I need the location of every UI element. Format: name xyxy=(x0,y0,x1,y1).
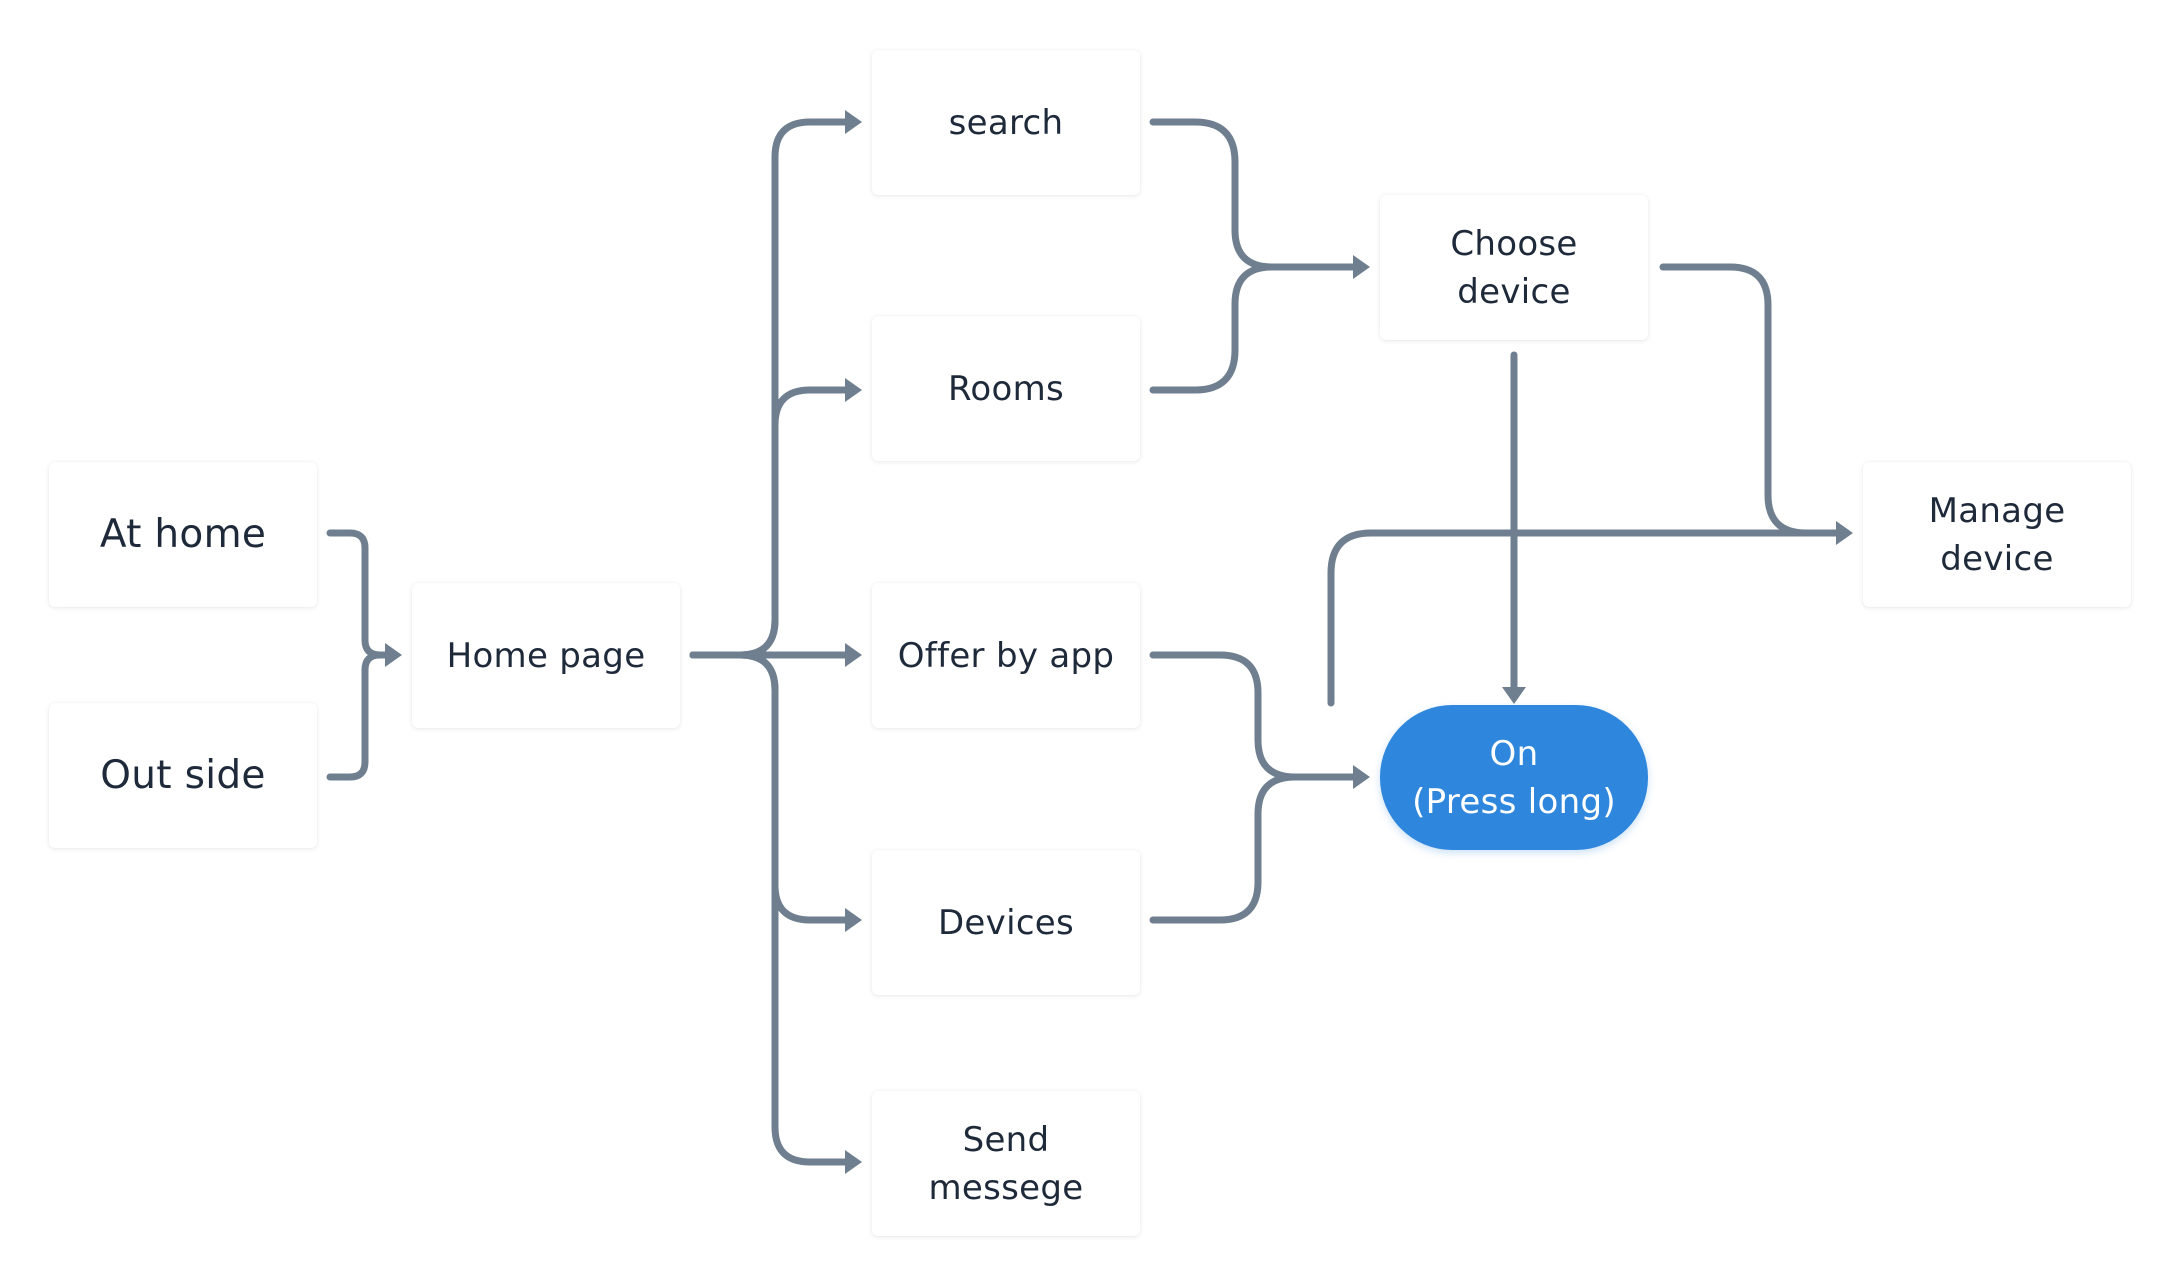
node-rooms-line-1: Rooms xyxy=(947,368,1065,409)
node-choose-device: Choose device xyxy=(1380,195,1648,340)
node-choose-device-line-2: device xyxy=(1457,271,1571,312)
arrowhead-choose-device-to-manage-device xyxy=(1836,521,1853,545)
arrowhead-home-page-to-offer-by-app xyxy=(845,643,862,667)
node-on-press-long-line-2: (Press long) xyxy=(1412,781,1616,822)
arrowhead-search-to-choose-device xyxy=(1353,255,1370,279)
node-search-line-1: search xyxy=(948,102,1064,143)
node-manage-device: Manage device xyxy=(1863,462,2131,607)
node-out-side: Out side xyxy=(49,703,317,848)
node-search: search xyxy=(872,50,1140,195)
connector-offer-by-app-to-on-press-long xyxy=(1149,651,1364,781)
arrowhead-choose-device-to-on-press-long xyxy=(1502,687,1526,704)
connector-devices-to-on-press-long xyxy=(1149,773,1364,924)
node-home-page: Home page xyxy=(412,583,680,728)
connector-out-side-to-home-page xyxy=(326,651,396,781)
node-home-page-line-1: Home page xyxy=(446,635,646,676)
node-devices: Devices xyxy=(872,850,1140,995)
connector-at-home-to-home-page xyxy=(326,529,396,659)
node-send-messege: Send messege xyxy=(872,1091,1140,1236)
node-send-messege-line-1: Send xyxy=(962,1119,1050,1160)
node-manage-device-line-2: device xyxy=(1940,538,2054,579)
node-at-home-line-1: At home xyxy=(99,511,267,557)
node-devices-line-1: Devices xyxy=(937,902,1075,943)
node-rooms: Rooms xyxy=(872,316,1140,461)
connector-home-page-to-send-messege xyxy=(689,651,856,1166)
connector-on-press-long-to-manage-device xyxy=(1327,529,1847,707)
node-on-press-long: On (Press long) xyxy=(1380,705,1648,850)
connector-home-page-to-rooms xyxy=(689,386,856,659)
node-choose-device-line-1: Choose xyxy=(1450,223,1578,264)
node-send-messege-line-2: messege xyxy=(928,1167,1084,1208)
node-at-home: At home xyxy=(49,462,317,607)
node-manage-device-line-1: Manage xyxy=(1928,490,2066,531)
node-out-side-line-1: Out side xyxy=(100,752,266,798)
node-on-press-long-line-1: On xyxy=(1489,733,1539,774)
arrowhead-home-page-to-search xyxy=(845,110,862,134)
node-offer-by-app: Offer by app xyxy=(872,583,1140,728)
connector-search-to-choose-device xyxy=(1149,118,1364,271)
arrowhead-home-page-to-devices xyxy=(845,908,862,932)
arrowhead-home-page-to-rooms xyxy=(845,378,862,402)
node-offer-by-app-line-1: Offer by app xyxy=(897,635,1115,676)
arrowhead-home-page-to-send-messege xyxy=(845,1150,862,1174)
arrowhead-at-home-to-home-page xyxy=(385,643,402,667)
connector-rooms-to-choose-device xyxy=(1149,263,1364,394)
connector-choose-device-to-manage-device xyxy=(1659,263,1847,537)
arrowhead-offer-by-app-to-on-press-long xyxy=(1353,765,1370,789)
